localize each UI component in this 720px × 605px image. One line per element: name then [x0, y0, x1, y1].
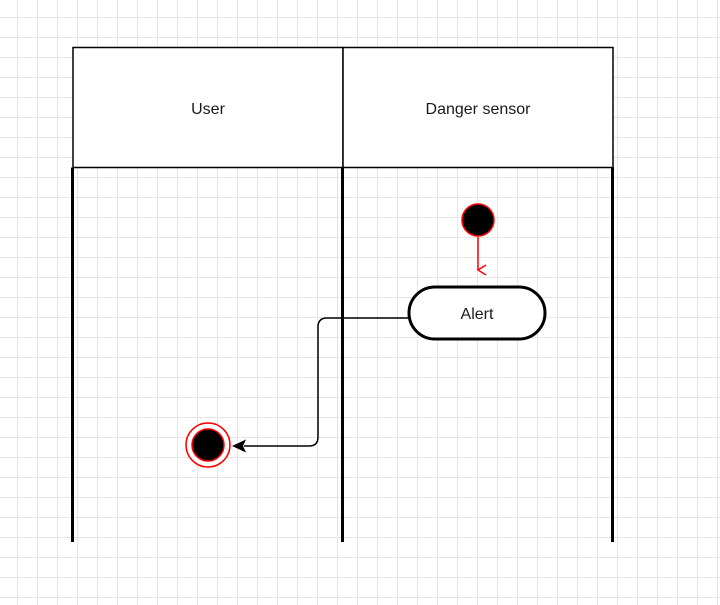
- swimlane-pool: User Danger sensor: [71, 46, 614, 542]
- flow-alert-to-final[interactable]: [244, 317, 408, 447]
- initial-node[interactable]: [461, 203, 495, 237]
- swimlane-title-danger-sensor: Danger sensor: [426, 101, 532, 118]
- action-node-alert[interactable]: Alert: [407, 285, 547, 341]
- action-label-alert: Alert: [461, 306, 494, 323]
- flow-arrowhead: [232, 439, 246, 453]
- final-node[interactable]: [185, 422, 231, 468]
- swimlane-title-user: User: [191, 101, 225, 118]
- swimlane-header-user[interactable]: [72, 46, 344, 169]
- swimlane-header-danger-sensor[interactable]: [342, 46, 614, 169]
